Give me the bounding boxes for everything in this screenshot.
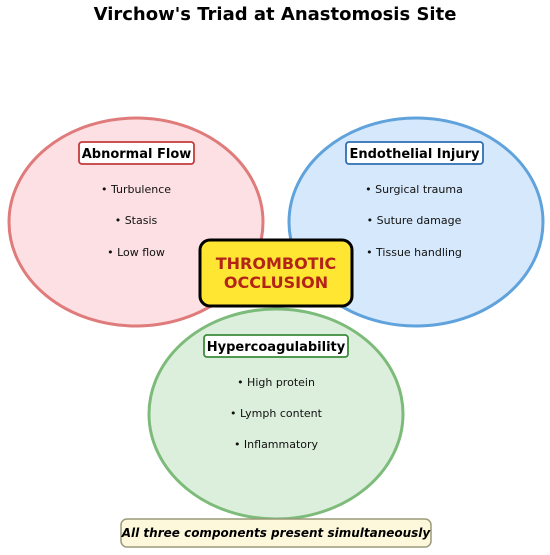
thrombotic-occlusion-box: THROMBOTIC OCCLUSION <box>198 238 354 308</box>
diagram-title: Virchow's Triad at Anastomosis Site <box>93 4 457 25</box>
hypercoagulability-label-box: Hypercoagulability <box>203 334 349 358</box>
hypercoagulability-label: Hypercoagulability <box>207 340 346 355</box>
center-line-2: OCCLUSION <box>224 273 328 292</box>
hypercoagulability-item: • Lymph content <box>230 407 323 420</box>
endothelial-injury-label: Endothelial Injury <box>349 147 480 162</box>
footnote-box: All three components present simultaneou… <box>120 518 432 548</box>
footnote-text: All three components present simultaneou… <box>121 526 432 540</box>
abnormal-flow-label-box: Abnormal Flow <box>78 141 195 165</box>
endothelial-injury-item: • Surgical trauma <box>365 183 463 196</box>
abnormal-flow-item: • Turbulence <box>101 183 171 196</box>
hypercoagulability-item: • High protein <box>237 376 315 389</box>
endothelial-injury-label-box: Endothelial Injury <box>345 141 484 165</box>
endothelial-injury-item: • Tissue handling <box>366 246 462 259</box>
abnormal-flow-item: • Stasis <box>115 214 158 227</box>
abnormal-flow-item: • Low flow <box>107 246 165 259</box>
center-line-1: THROMBOTIC <box>216 254 337 273</box>
endothelial-injury-item: • Suture damage <box>367 214 462 227</box>
hypercoagulability-item: • Inflammatory <box>234 438 319 451</box>
abnormal-flow-label: Abnormal Flow <box>82 147 192 162</box>
